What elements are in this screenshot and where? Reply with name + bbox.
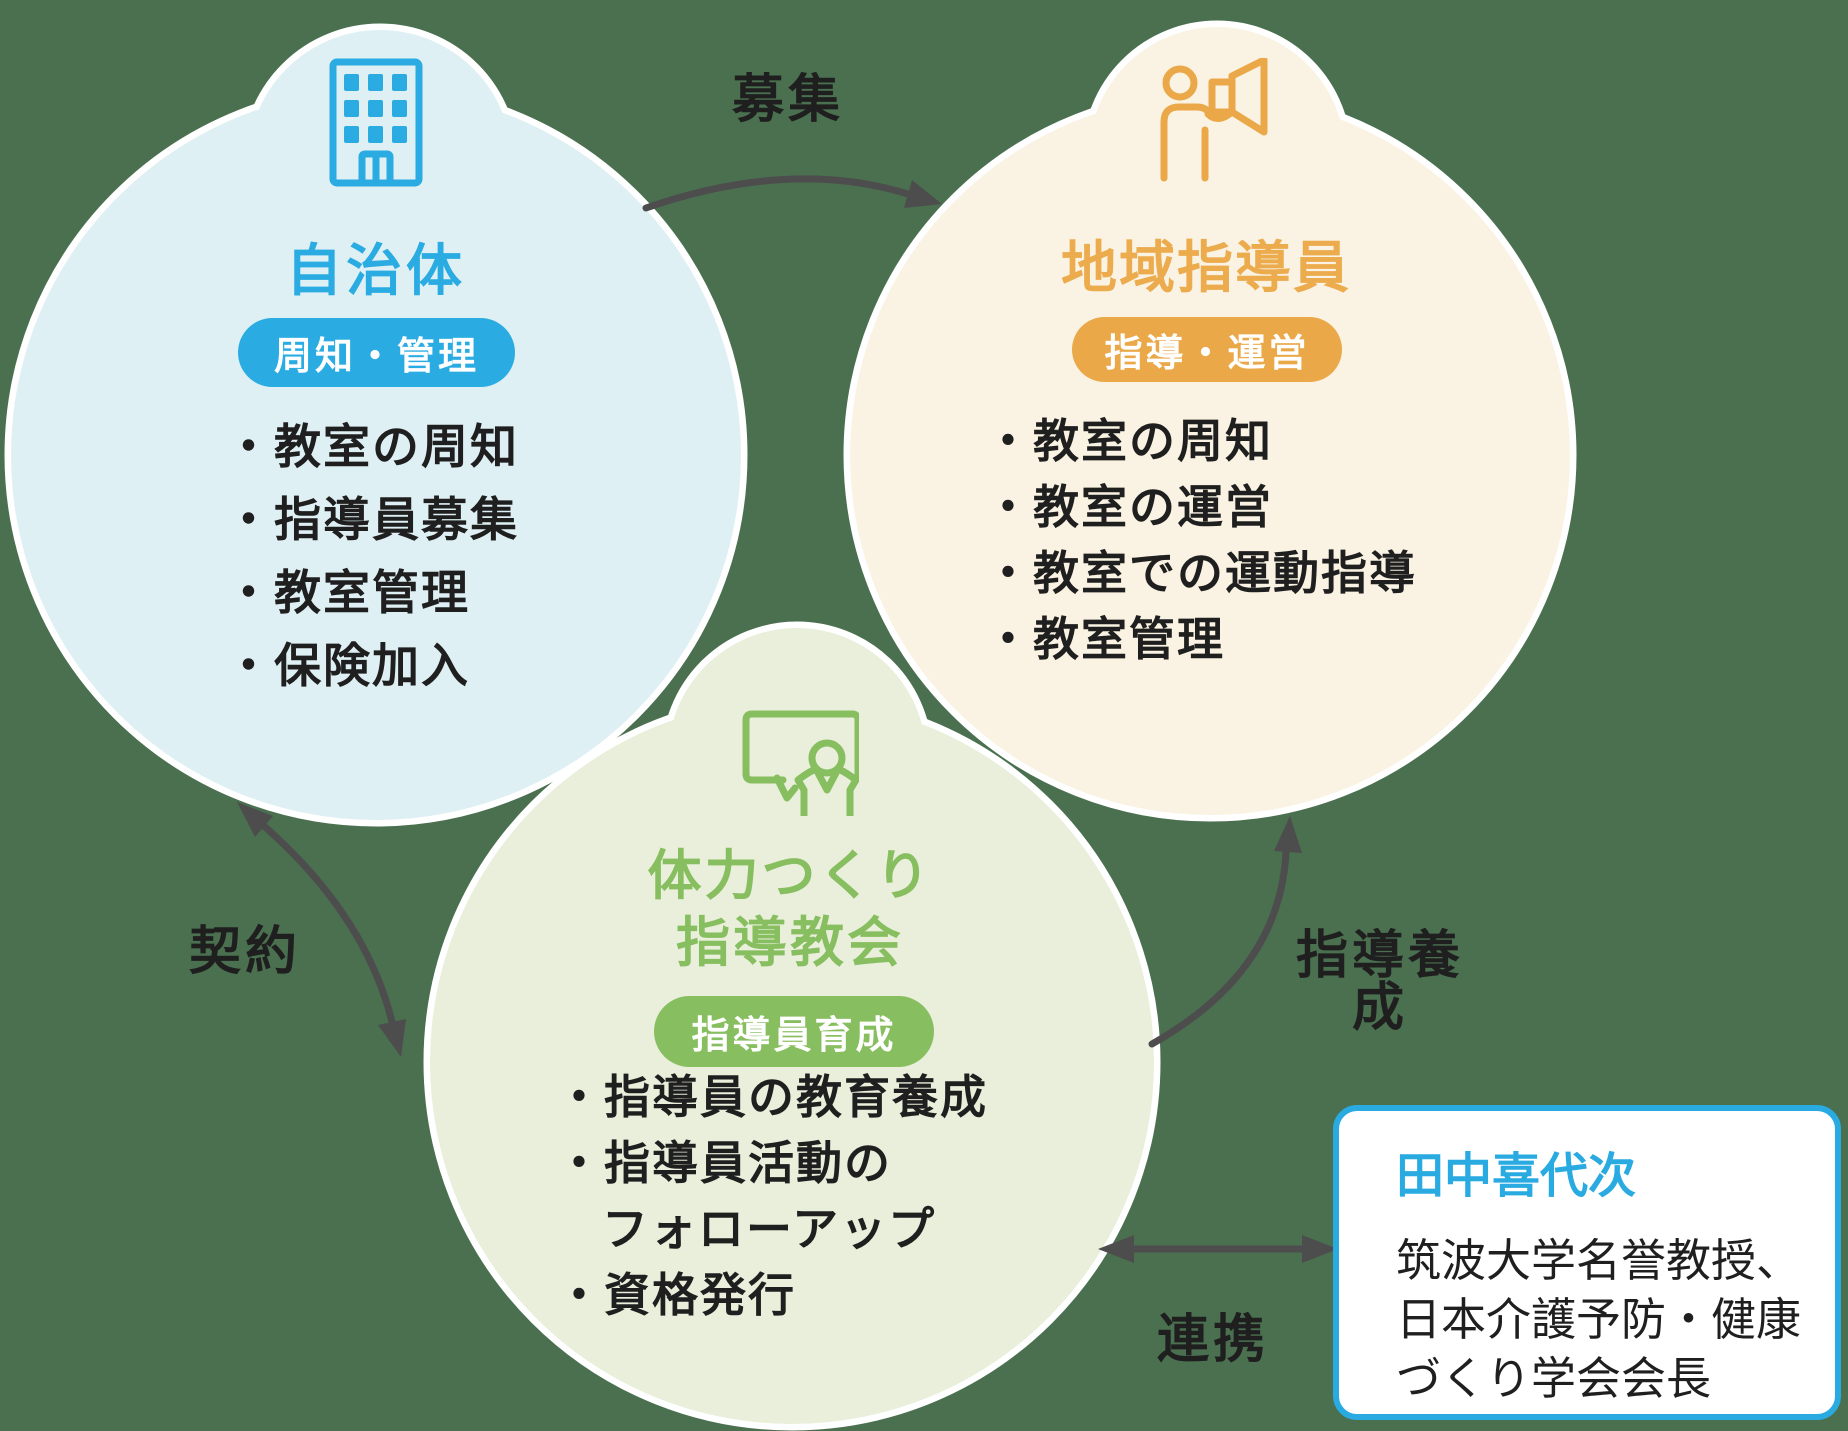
partner-description-line2: 日本介護予防・健康	[1396, 1294, 1802, 1345]
partner-description-line3: づくり学会会長	[1396, 1353, 1712, 1404]
municipality-badge-label: 周知・管理	[273, 336, 479, 378]
municipality-title: 自治体	[286, 239, 466, 302]
municipality-bubble	[4, 23, 748, 827]
contract-arrow	[260, 822, 396, 1026]
partner-name: 田中喜代次	[1396, 1150, 1637, 1203]
building-icon	[329, 58, 423, 187]
list-item: ・教室管理	[985, 613, 1225, 665]
list-item: フォローアップ	[602, 1203, 937, 1255]
list-item: ・指導員の教育養成	[556, 1071, 988, 1123]
list-item: ・教室の周知	[225, 420, 519, 473]
list-item: ・資格発行	[556, 1269, 796, 1321]
recruitment-arrow-label: 募集	[731, 71, 844, 129]
recruitment-arrowhead	[904, 180, 942, 208]
instructors-task-list: ・教室の周知 ・教室の運営 ・教室での運動指導 ・教室管理	[985, 408, 1417, 672]
list-item: ・教室の運営	[985, 481, 1273, 533]
contract-arrow-label: 契約	[188, 923, 301, 981]
cooperation-arrowhead-left	[1098, 1235, 1134, 1263]
association-title-line1: 体力つくり	[647, 846, 933, 906]
list-item: ・教室管理	[225, 566, 470, 619]
cooperation-arrowhead-right	[1302, 1235, 1338, 1263]
instructors-badge: 指導・運営	[1072, 317, 1342, 382]
list-item: ・指導員活動の	[556, 1137, 892, 1189]
cooperation-arrow-label: 連携	[1156, 1311, 1269, 1369]
partner-description: 筑波大学名誉教授、 日本介護予防・健康 づくり学会会長	[1396, 1231, 1805, 1408]
municipality-task-list: ・教室の周知 ・指導員募集 ・教室管理 ・保険加入	[225, 410, 519, 702]
megaphone-person-icon	[1160, 58, 1268, 182]
municipality-badge: 周知・管理	[238, 318, 515, 387]
association-task-list: ・指導員の教育養成 ・指導員活動の フォローアップ ・資格発行	[556, 1064, 988, 1328]
partner-info-box: 田中喜代次 筑波大学名誉教授、 日本介護予防・健康 づくり学会会長	[1333, 1105, 1841, 1420]
list-item: ・教室の周知	[985, 415, 1273, 467]
instructors-title: 地域指導員	[1061, 236, 1351, 299]
instructors-badge-label: 指導・運営	[1104, 333, 1310, 375]
contract-arrowhead-bottom	[378, 1019, 406, 1057]
list-item: ・保険加入	[225, 639, 470, 692]
recruitment-arrow	[642, 175, 912, 212]
association-title-line2: 指導教会	[676, 913, 904, 973]
list-item: ・教室での運動指導	[985, 547, 1417, 599]
association-badge: 指導員育成	[654, 996, 934, 1067]
association-title: 体力つくり 指導教会	[590, 843, 990, 977]
association-badge-label: 指導員育成	[691, 1015, 897, 1057]
presenter-icon	[742, 710, 859, 816]
list-item: ・指導員募集	[225, 493, 519, 546]
contract-arrowhead-top	[237, 802, 273, 837]
partner-description-line1: 筑波大学名誉教授、	[1396, 1235, 1802, 1286]
instructors-bubble	[843, 20, 1577, 822]
instructor-training-arrow	[1148, 848, 1290, 1048]
instructor-training-arrow-label: 指導養成	[1295, 927, 1464, 1037]
instructor-training-arrowhead	[1274, 816, 1302, 853]
